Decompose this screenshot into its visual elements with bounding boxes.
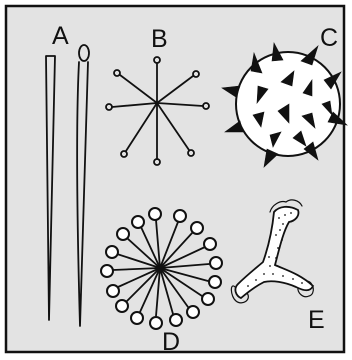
label-d: D (162, 328, 180, 356)
label-c: C (320, 24, 338, 52)
label-a: A (52, 22, 69, 50)
label-e: E (308, 306, 325, 334)
label-b: B (151, 25, 168, 53)
